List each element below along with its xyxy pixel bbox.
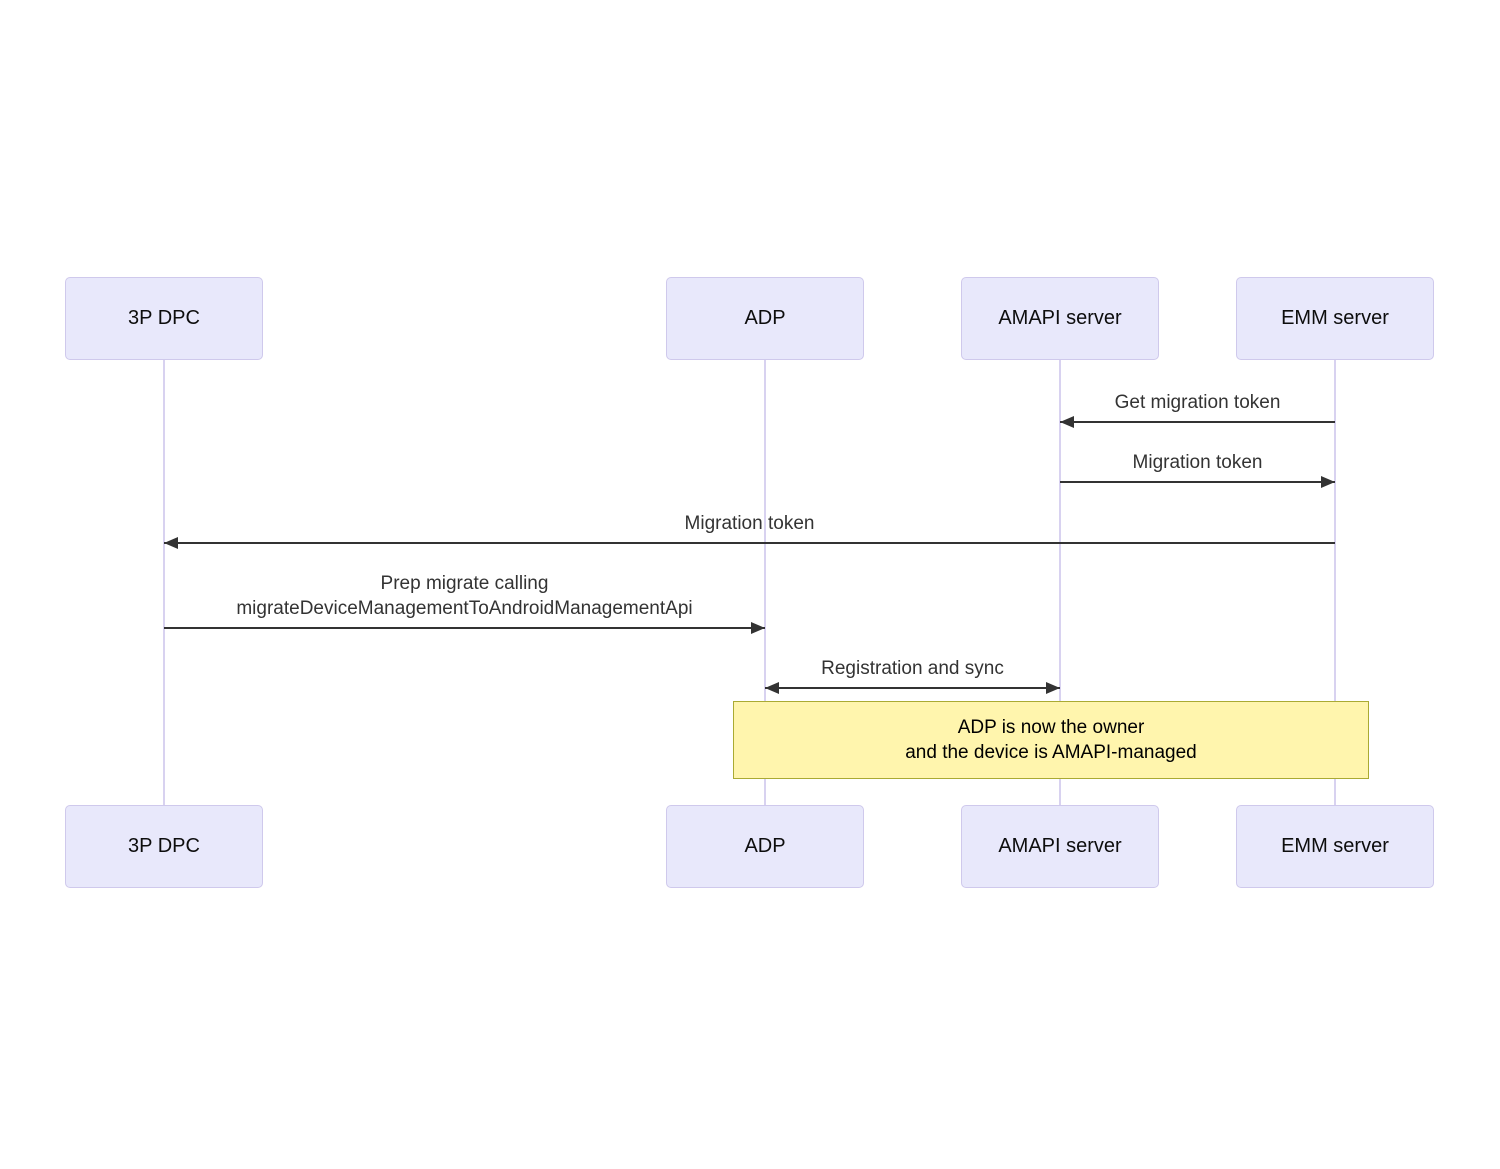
lifeline-3p-dpc: [163, 360, 165, 805]
arrow-line: [1060, 416, 1335, 428]
actor-top-adp: ADP: [666, 277, 864, 360]
lifeline-adp: [764, 360, 766, 805]
message-label-line-1: Prep migrate calling: [380, 573, 549, 594]
message-label: Migration token: [1132, 452, 1263, 473]
actor-label: ADP: [744, 835, 786, 857]
message-migration-token-to-emm: Migration token: [1060, 450, 1335, 488]
message-registration-and-sync: Registration and sync: [765, 656, 1060, 694]
arrowhead-left-icon: [765, 682, 779, 694]
actor-bottom-emm-server: EMM server: [1236, 805, 1434, 888]
note-line-1: ADP is now the owner: [957, 717, 1145, 738]
actor-bottom-3p-dpc: 3P DPC: [65, 805, 263, 888]
arrowhead-right-icon: [1321, 476, 1335, 488]
actor-label: EMM server: [1281, 835, 1389, 857]
actor-label: ADP: [744, 307, 786, 329]
arrowhead-right-icon: [1046, 682, 1060, 694]
actor-label: 3P DPC: [128, 307, 200, 329]
arrow-line: [164, 537, 1335, 549]
arrow-line: [1060, 476, 1335, 488]
actor-label: EMM server: [1281, 307, 1389, 329]
actor-bottom-amapi-server: AMAPI server: [961, 805, 1159, 888]
actor-top-emm-server: EMM server: [1236, 277, 1434, 360]
lifeline-amapi-server: [1059, 360, 1061, 805]
lifeline-emm-server: [1334, 360, 1336, 805]
arrowhead-left-icon: [164, 537, 178, 549]
actor-top-3p-dpc: 3P DPC: [65, 277, 263, 360]
note-line-2: and the device is AMAPI-managed: [905, 742, 1197, 763]
arrow-line: [164, 622, 765, 634]
message-get-migration-token: Get migration token: [1060, 390, 1335, 428]
message-prep-migrate: Prep migrate calling migrateDeviceManage…: [164, 571, 765, 634]
arrowhead-right-icon: [751, 622, 765, 634]
actor-label: AMAPI server: [998, 835, 1122, 857]
actor-label: 3P DPC: [128, 835, 200, 857]
actor-top-amapi-server: AMAPI server: [961, 277, 1159, 360]
arrow-line: [765, 682, 1060, 694]
actor-bottom-adp: ADP: [666, 805, 864, 888]
message-label: Migration token: [684, 513, 815, 534]
note-adp-owner: ADP is now the owner and the device is A…: [733, 701, 1369, 779]
message-migration-token-to-dpc: Migration token: [164, 511, 1335, 549]
arrowhead-left-icon: [1060, 416, 1074, 428]
actor-label: AMAPI server: [998, 307, 1122, 329]
message-label-line-2: migrateDeviceManagementToAndroidManageme…: [236, 598, 693, 619]
message-label: Registration and sync: [821, 658, 1004, 679]
message-label: Get migration token: [1114, 392, 1281, 413]
